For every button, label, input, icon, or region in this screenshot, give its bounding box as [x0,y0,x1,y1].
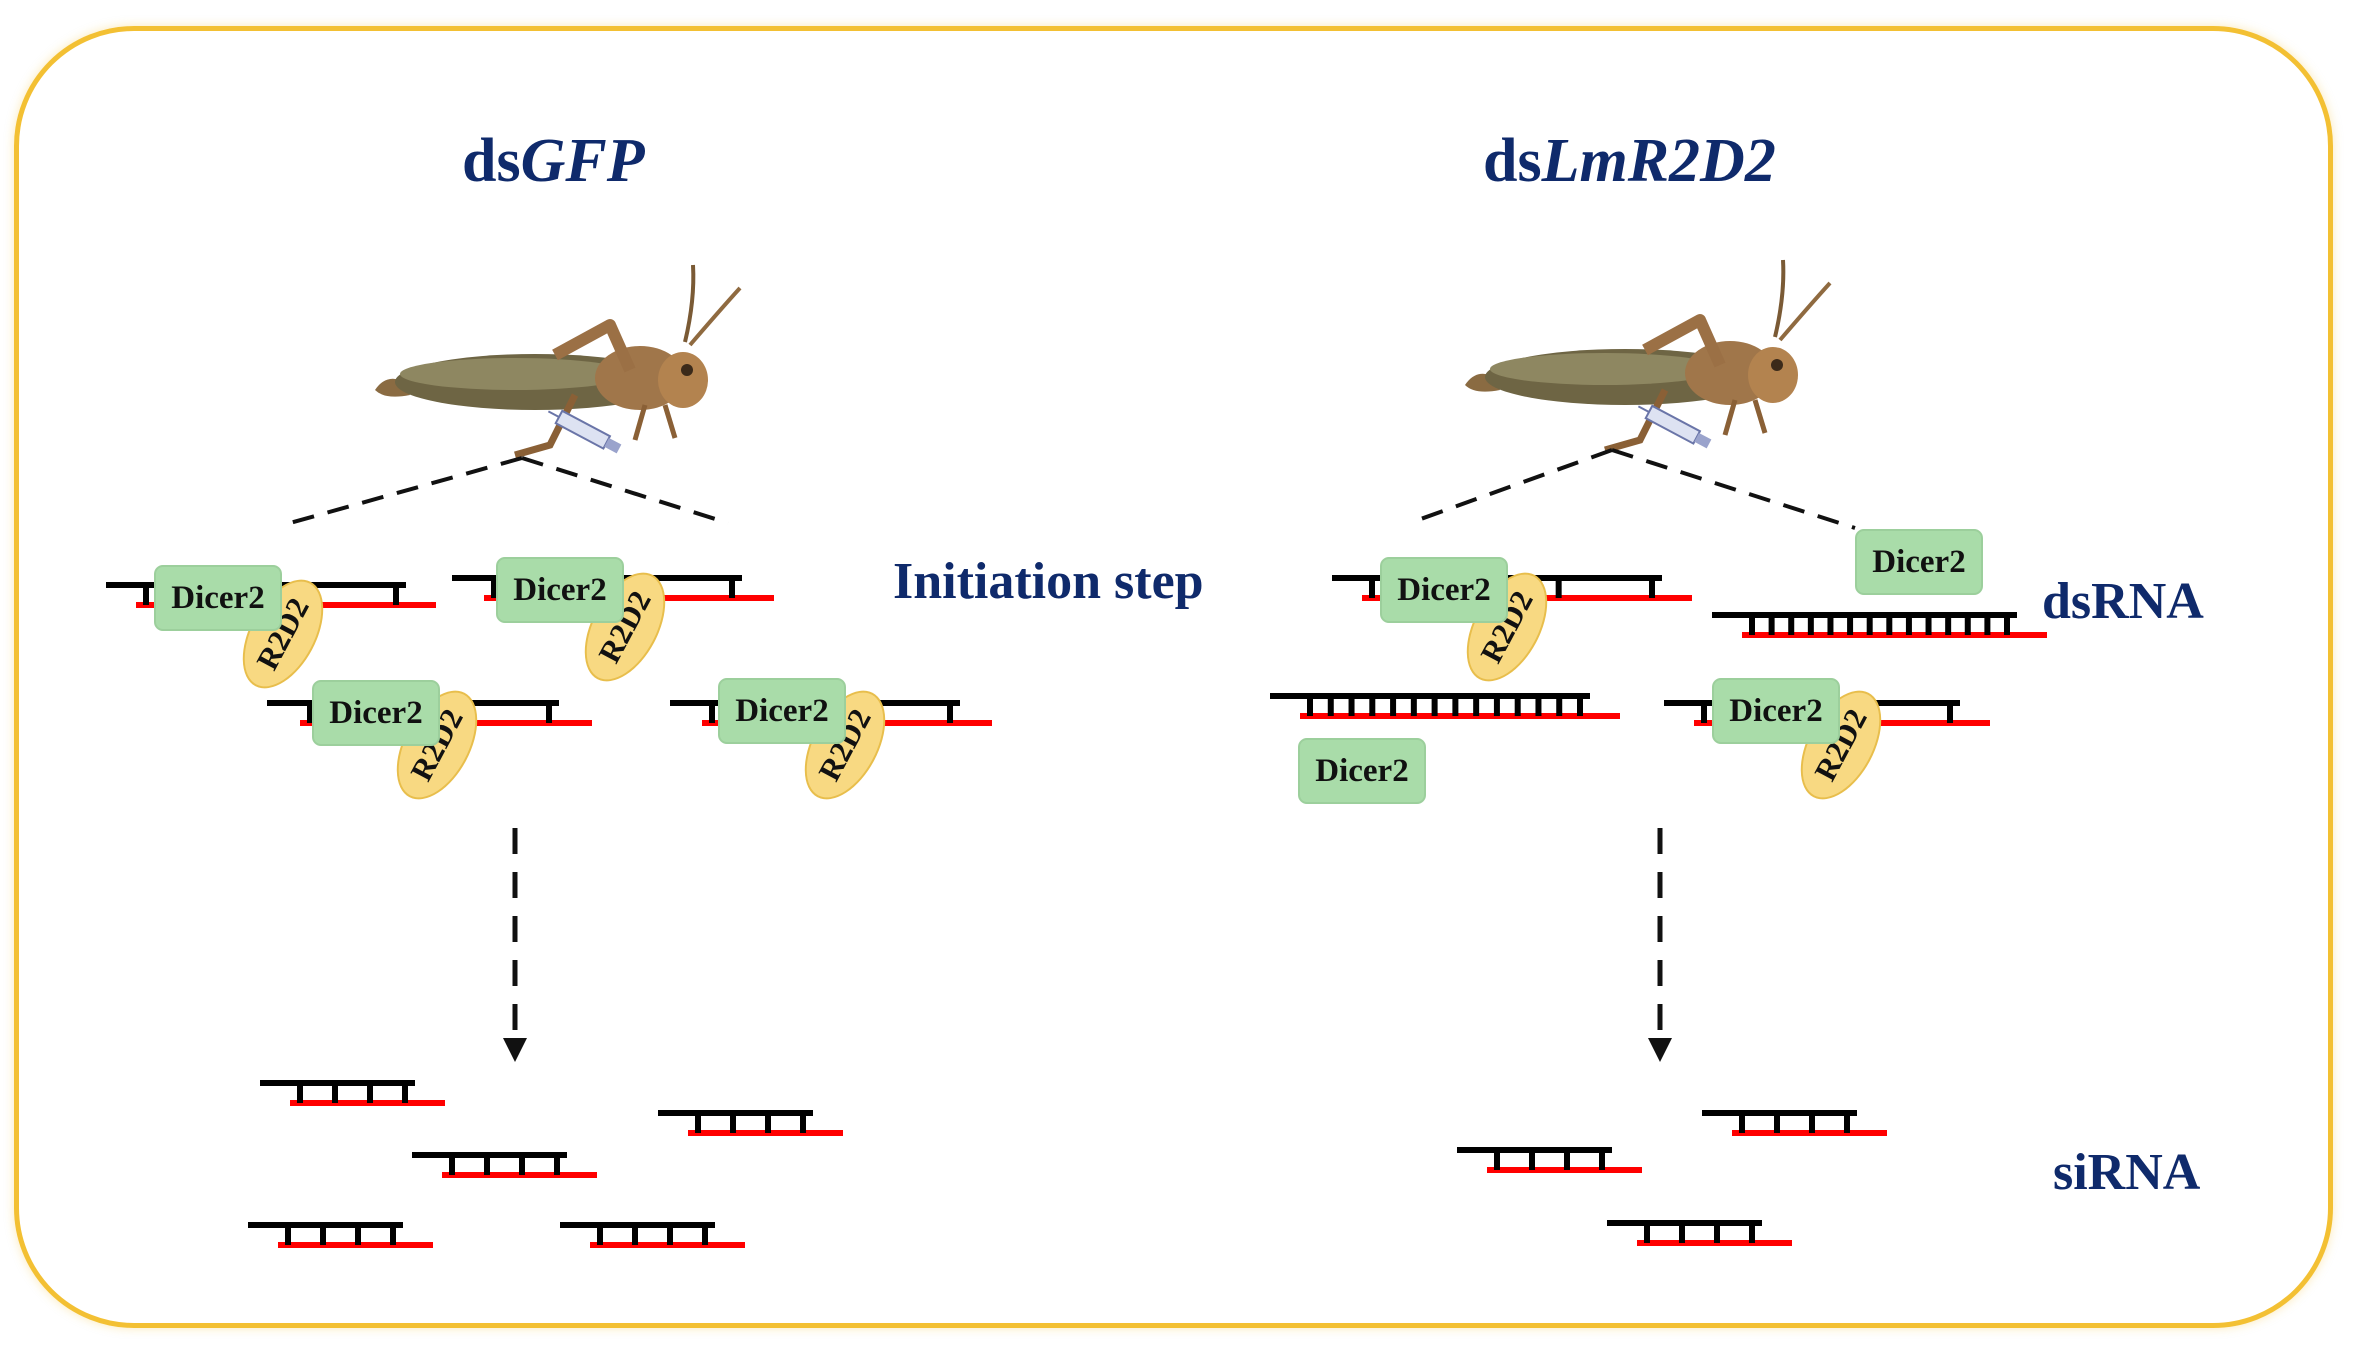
label-initiation-step: Initiation step [893,553,1204,610]
fan-line [521,456,729,525]
locust-icon [375,264,742,459]
sirna-duplex [248,1222,433,1248]
dicer2-protein: Dicer2 [1380,557,1508,623]
label-sirna: siRNA [2053,1144,2201,1201]
dicer2-protein-free: Dicer2 [1298,738,1426,804]
fan-line [1417,448,1613,522]
sirna-duplex [1702,1110,1887,1136]
dicer2-protein: Dicer2 [496,557,624,623]
dicer2-protein-free: Dicer2 [1855,529,1983,595]
sirna-duplex [260,1080,445,1106]
dicer2-protein: Dicer2 [1712,678,1840,744]
fan-line [289,456,523,525]
syringe-icon [1637,404,1712,449]
fan-line [1611,448,1856,530]
sirna-duplex [1457,1147,1642,1173]
locust-icon [1465,259,1832,454]
frame-border [14,26,2333,1328]
syringe-icon [547,409,622,454]
title-right: dsLmR2D2 [1483,127,1776,195]
label-dsrna: dsRNA [2042,573,2204,630]
title-left: dsGFP [462,127,645,195]
dicer2-protein: Dicer2 [154,565,282,631]
dicer2-protein: Dicer2 [312,680,440,746]
sirna-duplex [1607,1220,1792,1246]
sirna-duplex [412,1152,597,1178]
dicer2-protein: Dicer2 [718,678,846,744]
sirna-duplex [560,1222,745,1248]
dsrna-free [1712,612,2047,638]
sirna-duplex [658,1110,843,1136]
dsrna-free [1270,693,1620,719]
